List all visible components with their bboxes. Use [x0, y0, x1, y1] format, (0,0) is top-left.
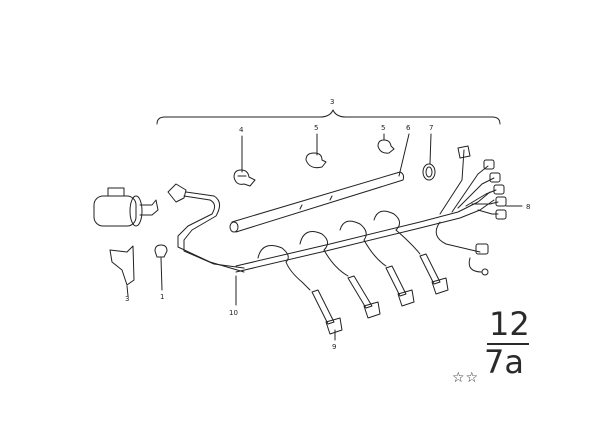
- clip-part-5b: [377, 133, 395, 154]
- clip-part-5a: [305, 133, 327, 169]
- callout-part-3-bracket: 3: [125, 295, 129, 303]
- reference-subgroup-number: 7a: [484, 343, 524, 381]
- callout-part-7: 7: [429, 124, 433, 132]
- callout-top-group: 3: [330, 98, 334, 106]
- tube-part-6: [229, 133, 410, 233]
- callout-part-8: 8: [526, 203, 530, 211]
- reference-stars: ☆☆: [452, 370, 480, 386]
- harness-connectors: [457, 145, 507, 276]
- callout-part-4: 4: [239, 126, 244, 134]
- reference-group-number: 12: [489, 305, 530, 343]
- reference-divider: [487, 343, 529, 345]
- callout-part-5a: 5: [314, 124, 318, 132]
- callout-part-1: 1: [160, 293, 164, 301]
- callout-part-5b: 5: [381, 124, 385, 132]
- callout-part-10: 10: [229, 309, 238, 317]
- nut-part-1: [154, 244, 168, 291]
- coil-bracket-part-3: [109, 245, 135, 297]
- group-bracket: [156, 109, 501, 125]
- wiring-harness: [167, 149, 499, 291]
- spark-plug-boots: [311, 253, 449, 335]
- callout-part-9: 9: [332, 343, 336, 351]
- clip-part-4: [233, 135, 256, 187]
- callout-part-6: 6: [406, 124, 411, 132]
- ignition-coil: [93, 187, 159, 227]
- grommet-part-7: [422, 133, 436, 181]
